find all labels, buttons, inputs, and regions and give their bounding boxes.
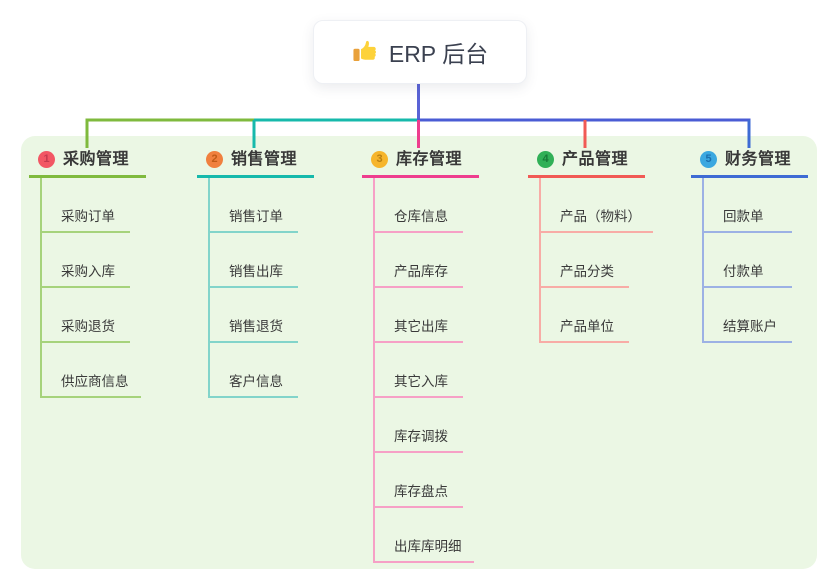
child-node[interactable]: 出库库明细 [375, 508, 474, 563]
branch-title-label: 财务管理 [725, 151, 792, 168]
child-node[interactable]: 客户信息 [210, 343, 298, 398]
child-node[interactable]: 库存调拨 [375, 398, 463, 453]
branch-title-label: 采购管理 [63, 151, 130, 168]
child-node[interactable]: 销售退货 [210, 288, 298, 343]
child-node[interactable]: 采购退货 [42, 288, 130, 343]
branch-node-3: 3 库存管理 仓库信息 产品库存 其它出库 其它入库 库存调拨 库存盘点 出库库… [362, 149, 479, 563]
branch-title-5[interactable]: 5 财务管理 [691, 149, 808, 178]
child-node[interactable]: 产品库存 [375, 233, 463, 288]
priority-badge-3: 3 [371, 151, 388, 168]
branch-children-1: 采购订单 采购入库 采购退货 供应商信息 [40, 178, 141, 398]
child-node[interactable]: 仓库信息 [375, 178, 463, 233]
branch-title-label: 库存管理 [396, 151, 463, 168]
priority-badge-2: 2 [206, 151, 223, 168]
child-node[interactable]: 采购订单 [42, 178, 130, 233]
child-node[interactable]: 其它入库 [375, 343, 463, 398]
branch-children-2: 销售订单 销售出库 销售退货 客户信息 [208, 178, 298, 398]
child-node[interactable]: 其它出库 [375, 288, 463, 343]
branch-title-2[interactable]: 2 销售管理 [197, 149, 314, 178]
branch-children-3: 仓库信息 产品库存 其它出库 其它入库 库存调拨 库存盘点 出库库明细 [373, 178, 474, 563]
root-node[interactable]: ERP 后台 [313, 20, 527, 84]
branch-title-label: 产品管理 [562, 151, 629, 168]
branch-node-4: 4 产品管理 产品（物料） 产品分类 产品单位 [528, 149, 653, 343]
child-node[interactable]: 产品单位 [541, 288, 629, 343]
priority-badge-4: 4 [537, 151, 554, 168]
branches-panel [21, 136, 817, 569]
child-node[interactable]: 供应商信息 [42, 343, 141, 398]
branch-title-4[interactable]: 4 产品管理 [528, 149, 645, 178]
branch-node-1: 1 采购管理 采购订单 采购入库 采购退货 供应商信息 [29, 149, 146, 398]
branch-node-5: 5 财务管理 回款单 付款单 结算账户 [691, 149, 808, 343]
child-node[interactable]: 付款单 [704, 233, 792, 288]
child-node[interactable]: 库存盘点 [375, 453, 463, 508]
child-node[interactable]: 采购入库 [42, 233, 130, 288]
branch-node-2: 2 销售管理 销售订单 销售出库 销售退货 客户信息 [197, 149, 314, 398]
priority-badge-1: 1 [38, 151, 55, 168]
child-node[interactable]: 销售订单 [210, 178, 298, 233]
child-node[interactable]: 销售出库 [210, 233, 298, 288]
child-node[interactable]: 结算账户 [704, 288, 792, 343]
child-node[interactable]: 回款单 [704, 178, 792, 233]
branch-children-5: 回款单 付款单 结算账户 [702, 178, 792, 343]
child-node[interactable]: 产品（物料） [541, 178, 653, 233]
branch-children-4: 产品（物料） 产品分类 产品单位 [539, 178, 653, 343]
root-node-label: ERP 后台 [388, 41, 489, 67]
child-node[interactable]: 产品分类 [541, 233, 629, 288]
branch-title-3[interactable]: 3 库存管理 [362, 149, 479, 178]
branch-title-1[interactable]: 1 采购管理 [29, 149, 146, 178]
thumbs-up-icon [352, 39, 378, 65]
branch-title-label: 销售管理 [231, 151, 298, 168]
priority-badge-5: 5 [700, 151, 717, 168]
